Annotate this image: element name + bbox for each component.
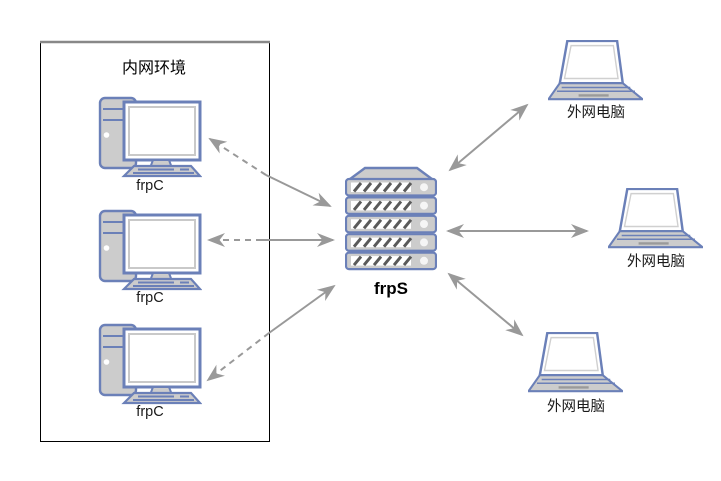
solid-arrow-to-frps bbox=[268, 284, 336, 334]
laptop-icon bbox=[548, 40, 643, 101]
desktop-computer-icon bbox=[98, 96, 202, 178]
connection-frps-external1 bbox=[448, 103, 529, 172]
server-rack-icon bbox=[346, 168, 436, 269]
client-node-2: frpC bbox=[98, 209, 202, 306]
external-node-1: 外网电脑 bbox=[548, 40, 643, 121]
intranet-title: 内网环境 bbox=[122, 58, 186, 77]
dashed-arrow-to-frpc3 bbox=[206, 332, 270, 382]
client-node-3: frpC bbox=[98, 323, 202, 420]
dashed-arrow-to-frpc1 bbox=[208, 137, 267, 176]
solid-arrow-to-frps bbox=[265, 174, 332, 207]
client-node-1: frpC bbox=[98, 96, 202, 194]
client-label-3: frpC bbox=[136, 404, 163, 420]
connection-frpc3-frps bbox=[206, 284, 336, 382]
external-label-1: 外网电脑 bbox=[567, 104, 625, 121]
external-label-3: 外网电脑 bbox=[547, 398, 605, 415]
connection-frps-external3 bbox=[447, 272, 524, 337]
laptop-icon bbox=[528, 332, 623, 393]
desktop-computer-icon bbox=[98, 209, 202, 291]
desktop-computer-icon bbox=[98, 323, 202, 405]
external-label-2: 外网电脑 bbox=[627, 253, 685, 270]
laptop-icon bbox=[608, 188, 703, 249]
client-label-1: frpC bbox=[136, 178, 163, 194]
external-node-3: 外网电脑 bbox=[528, 332, 623, 415]
server-label: frpS bbox=[374, 279, 408, 298]
connection-frpc1-frps bbox=[208, 137, 332, 207]
server-node: frpS bbox=[346, 168, 436, 298]
intranet-boundary: 内网环境 bbox=[40, 40, 270, 442]
external-node-2: 外网电脑 bbox=[608, 188, 703, 270]
client-label-2: frpC bbox=[136, 290, 163, 306]
